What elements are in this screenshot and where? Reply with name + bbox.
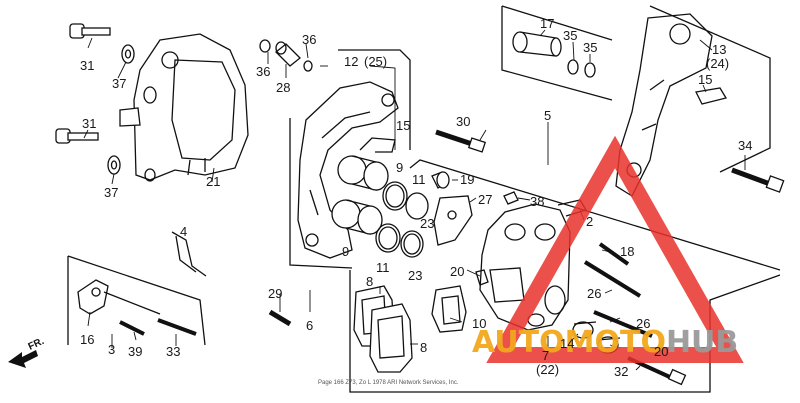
- boot-14-drawing: [572, 321, 594, 339]
- bracket-16-drawing: [77, 279, 109, 315]
- watermark-triangle-icon: [486, 135, 744, 363]
- cap-19-drawing: [431, 171, 450, 189]
- line-3-drawing: [103, 291, 161, 315]
- label-6: 6: [306, 318, 313, 333]
- label-9-lower: 9: [342, 244, 349, 259]
- frame-main-line: [349, 270, 781, 393]
- washer-37-upper-drawing: [121, 44, 135, 64]
- bolt-34-drawing: [731, 167, 785, 193]
- watermark-text: AUTOMOTOHUB: [472, 325, 738, 360]
- bolt-31-lower-drawing: [55, 128, 99, 144]
- label-23-lower: 23: [408, 268, 422, 283]
- label-26-lower: 26: [636, 316, 650, 331]
- watermark-logo: AUTOMOTOHUB: [472, 135, 744, 363]
- label-17: 17: [540, 16, 554, 31]
- label-29: 29: [268, 286, 282, 301]
- seal-11-lower-drawing: [375, 223, 401, 253]
- shim-27-drawing: [433, 195, 473, 246]
- label-15-left: 15: [396, 118, 410, 133]
- label-35-right: 35: [583, 40, 597, 55]
- frame-lower-left-line: [67, 255, 206, 346]
- pin-18-drawing: [598, 242, 630, 266]
- caliper-21-drawing: [119, 33, 249, 182]
- pin-28-drawing: [259, 39, 313, 72]
- label-20-lower: 20: [654, 344, 668, 359]
- bleeder-38-drawing: [503, 191, 519, 205]
- label-8-upper: 8: [366, 274, 373, 289]
- label-15-right: 15: [698, 72, 712, 87]
- label-33: 33: [166, 344, 180, 359]
- arrow-left-icon: [8, 350, 38, 368]
- bolt-30-drawing: [435, 129, 487, 153]
- bolt-33-drawing: [157, 318, 197, 336]
- bolt-29-drawing: [268, 309, 292, 327]
- label-21: 21: [206, 174, 220, 189]
- label-3: 3: [108, 342, 115, 357]
- shim-10-drawing: [431, 285, 467, 333]
- label-11-upper: 11: [412, 172, 426, 187]
- washer-35-right-drawing: [584, 62, 596, 78]
- brake-pad-8-lower-drawing: [369, 303, 413, 373]
- frame-17-line: [501, 6, 613, 101]
- piston-9-lower-drawing: [331, 199, 383, 235]
- bolt-31-upper-drawing: [69, 23, 111, 39]
- label-19: 19: [460, 172, 474, 187]
- label-4: 4: [180, 224, 187, 239]
- label-10: 10: [472, 316, 486, 331]
- pin-26-upper-drawing: [583, 260, 642, 298]
- label-9-upper: 9: [396, 160, 403, 175]
- front-marker-text: FR.: [27, 336, 46, 353]
- label-16: 16: [80, 332, 94, 347]
- label-13: 13: [712, 42, 726, 57]
- label-25: (25): [364, 54, 387, 69]
- label-5: 5: [544, 108, 551, 123]
- label-7: 7: [542, 348, 549, 363]
- label-36-left: 36: [256, 64, 270, 79]
- label-31-upper: 31: [80, 58, 94, 73]
- label-8-lower: 8: [420, 340, 427, 355]
- bracket-12-drawing: [297, 81, 399, 259]
- washer-37-lower-drawing: [107, 155, 121, 175]
- copyright-text: Page 166 Z73, Zo L 1978 ARI Network Serv…: [318, 380, 459, 386]
- label-24: (24): [706, 56, 729, 71]
- piston-9-upper-drawing: [337, 155, 389, 191]
- front-direction-arrow: FR.: [8, 336, 46, 368]
- washer-35-left-drawing: [567, 59, 579, 75]
- label-28: 28: [276, 80, 290, 95]
- label-35-left: 35: [563, 28, 577, 43]
- label-34: 34: [738, 138, 752, 153]
- seal-23-upper-drawing: [405, 192, 429, 220]
- label-22: (22): [536, 362, 559, 377]
- label-14: 14: [560, 336, 574, 351]
- label-26-upper: 26: [587, 286, 601, 301]
- label-20-upper: 20: [450, 264, 464, 279]
- label-39: 39: [128, 344, 142, 359]
- label-37-upper: 37: [112, 76, 126, 91]
- fitting-20-drawing: [475, 269, 489, 286]
- pin-26-lower-drawing: [593, 310, 653, 338]
- label-36-right: 36: [302, 32, 316, 47]
- label-32: 32: [614, 364, 628, 379]
- bolt-17-drawing: [512, 31, 562, 57]
- label-38: 38: [530, 194, 544, 209]
- clip-4-drawing: [171, 231, 207, 277]
- label-31-lower: 31: [82, 116, 96, 131]
- label-12: 12: [344, 54, 358, 69]
- label-18: 18: [620, 244, 634, 259]
- bolt-39-drawing: [119, 320, 145, 336]
- label-37-lower: 37: [104, 185, 118, 200]
- part-labels: 31 37 31 37 21 36 36 28 12 (25) 15 30 17…: [80, 16, 752, 379]
- label-11-lower: 11: [376, 260, 390, 275]
- label-30: 30: [456, 114, 470, 129]
- label-2: 2: [586, 214, 593, 229]
- clip-15-right-drawing: [695, 87, 728, 105]
- seal-11-upper-drawing: [382, 181, 408, 211]
- label-27: 27: [478, 192, 492, 207]
- seal-23-lower-drawing: [400, 230, 424, 258]
- label-23-upper: 23: [420, 216, 434, 231]
- clip-15-drawing: [359, 137, 396, 153]
- bracket-frame-line: [289, 118, 353, 269]
